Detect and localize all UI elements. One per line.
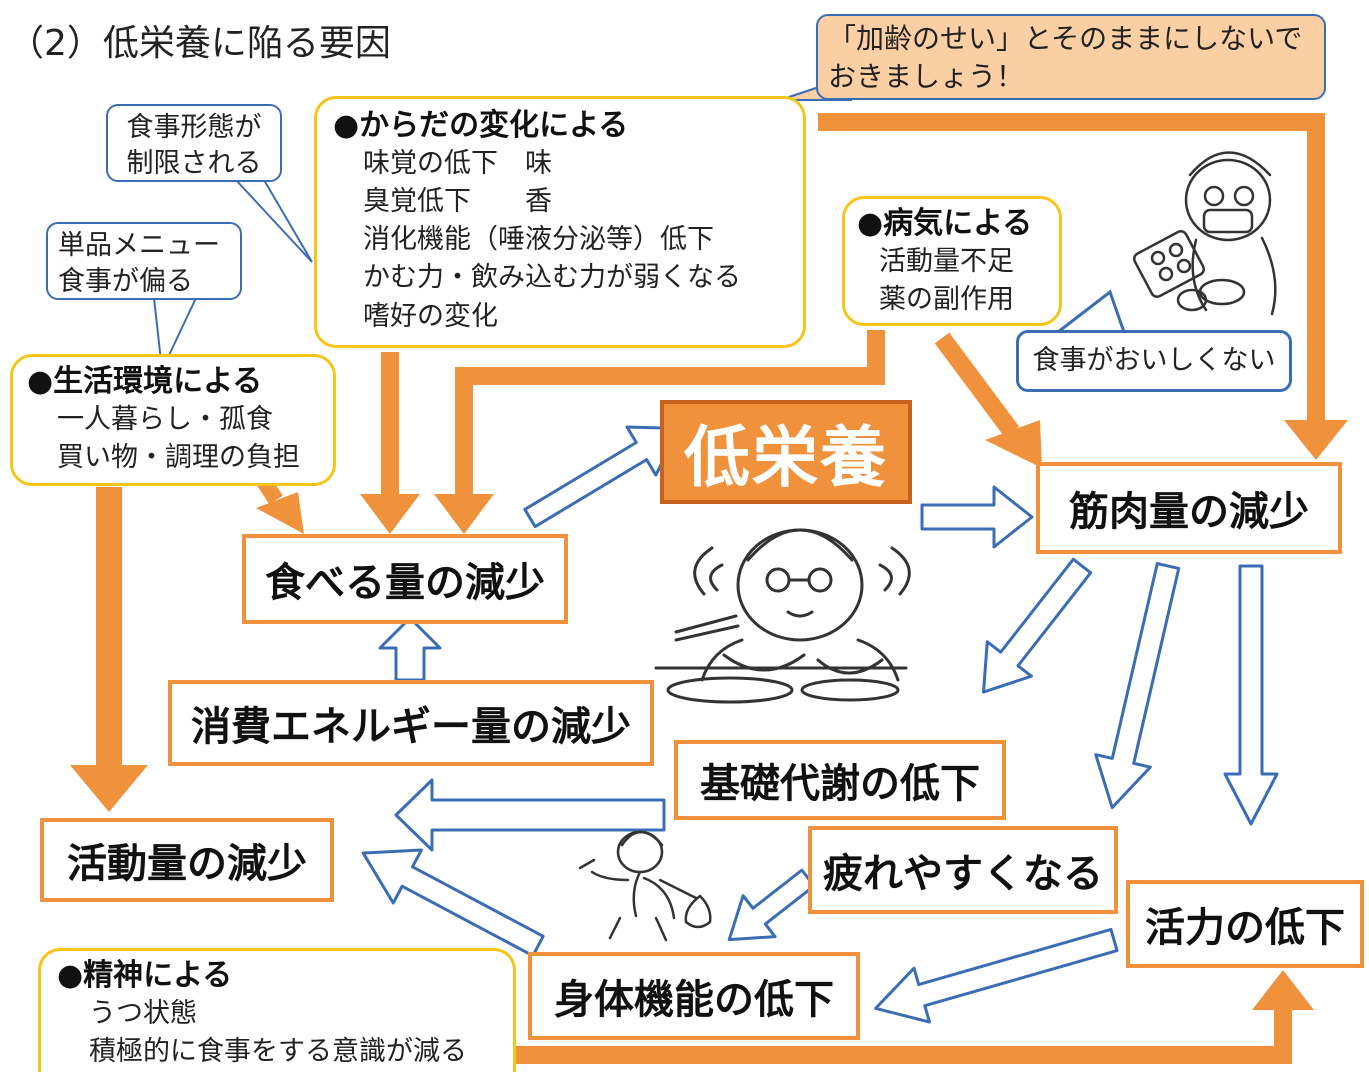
factor-living-environment: ●生活環境による 一人暮らし・孤食 買い物・調理の負担: [10, 354, 336, 486]
orange-arrowhead-disease-muscle: [985, 420, 1042, 468]
factor-body-changes: ●からだの変化による 味覚の低下 味 臭覚低下 香 消化機能（唾液分泌等）低下 …: [314, 96, 806, 348]
factor-disease-line: 活動量不足: [879, 245, 1014, 277]
outcome-activity-decrease: 活動量の減少: [40, 818, 334, 902]
note-not-tasty: 食事がおいしくない: [1016, 330, 1292, 392]
elderly-walking-illustration: [578, 830, 712, 942]
factor-disease-head: ●病気による: [857, 206, 1033, 241]
factor-body-line: 嗜好の変化: [363, 300, 498, 332]
factor-mental: ●精神による うつ状態 積極的に食事をする意識が減る: [38, 948, 516, 1072]
orange-arrowhead-mental: [1252, 970, 1314, 1010]
factor-living-line: 一人暮らし・孤食: [57, 403, 273, 435]
blue-arrow-energy-to-eat: [378, 616, 442, 682]
blue-arrow-vitality-to-physical: [874, 927, 1119, 1024]
outcome-energy-consumption-decrease: 消費エネルギー量の減少: [168, 680, 654, 766]
orange-arrowhead-living-activity: [70, 765, 148, 812]
factor-body-head: ●からだの変化による: [333, 108, 629, 143]
factor-mental-line: 積極的に食事をする意識が減る: [89, 1035, 467, 1067]
factor-living-head: ●生活環境による: [27, 364, 263, 399]
orange-arrowhead-body: [360, 494, 420, 534]
orange-arrow-body-to-eat: [381, 352, 399, 496]
factor-disease-line: 薬の副作用: [879, 283, 1014, 315]
note-meal-form: 食事形態が 制限される: [106, 104, 282, 182]
outcome-tire-easily: 疲れやすくなる: [808, 826, 1118, 914]
blue-arrow-center-to-muscle: [920, 485, 1034, 549]
orange-arrowhead-aging: [1284, 420, 1348, 460]
center-malnutrition-box: 低栄養: [660, 400, 912, 504]
blue-arrow-muscle-to-vitality: [1223, 564, 1279, 826]
factor-body-line: 消化機能（唾液分泌等）低下: [363, 224, 714, 256]
elderly-with-medicine-illustration: [1132, 151, 1277, 316]
orange-arrow-living-to-activity: [96, 487, 122, 767]
factor-body-line: 味覚の低下 味: [363, 147, 552, 179]
orange-arrowhead-disease-eat: [434, 494, 494, 534]
orange-arrow-aging-to-muscle: [818, 113, 1325, 425]
factor-mental-head: ●精神による: [57, 958, 233, 993]
blue-arrow-tired-to-physical: [727, 868, 816, 942]
factor-body-line: かむ力・飲み込む力が弱くなる: [363, 262, 741, 294]
blue-arrow-physical-to-activity: [361, 848, 545, 958]
blue-arrow-metabolism-to-energy: [394, 778, 666, 852]
orange-arrow-disease-to-muscle: [934, 332, 1020, 438]
note-single-menu: 単品メニュー 食事が偏る: [46, 222, 242, 300]
elderly-eating-illustration: [654, 528, 911, 704]
note-aging: 「加齢のせい」とそのままにしないで おきましょう！: [816, 14, 1326, 100]
factor-body-line: 臭覚低下 香: [363, 185, 552, 217]
factor-disease: ●病気による 活動量不足 薬の副作用: [842, 196, 1062, 326]
outcome-physical-function-decrease: 身体機能の低下: [528, 952, 860, 1040]
page-title: （2）低栄養に陥る要因: [8, 23, 391, 64]
blue-arrow-muscle-to-metabolism: [981, 557, 1093, 694]
orange-arrow-mental-to-vitality: [496, 1008, 1292, 1064]
outcome-eat-less: 食べる量の減少: [242, 534, 568, 624]
callout-tail-not-tasty: [1057, 289, 1126, 334]
outcome-vitality-decrease: 活力の低下: [1126, 880, 1364, 968]
orange-arrowhead-living-eat: [256, 492, 304, 534]
factor-living-line: 買い物・調理の負担: [57, 441, 300, 473]
orange-arrow-disease-to-eat: [455, 330, 885, 498]
outcome-basal-metabolism-decrease: 基礎代謝の低下: [674, 740, 1006, 820]
callout-tail-meal-form: [235, 179, 313, 263]
factor-mental-line: うつ状態: [89, 997, 197, 1029]
blue-arrow-muscle-to-tired: [1094, 562, 1181, 810]
outcome-muscle-decrease: 筋肉量の減少: [1036, 462, 1342, 554]
